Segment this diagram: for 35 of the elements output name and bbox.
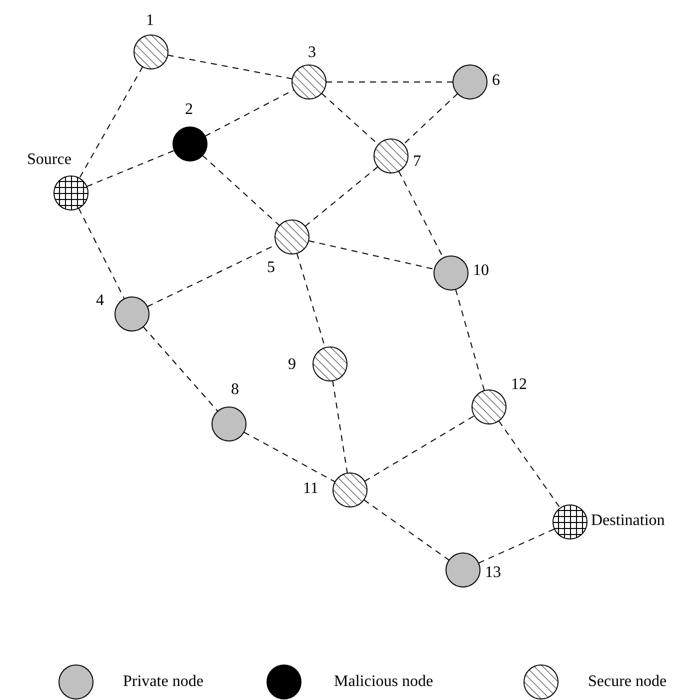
dashed-link — [402, 93, 458, 145]
dashed-link — [332, 380, 348, 474]
node-label: 10 — [473, 262, 489, 280]
node-label: 3 — [308, 44, 316, 62]
node-label: Source — [27, 151, 72, 169]
dashed-link — [478, 528, 555, 564]
dashed-link — [78, 208, 125, 300]
dashed-link — [363, 499, 450, 561]
node-label: 13 — [485, 564, 501, 582]
dashed-link — [204, 89, 294, 137]
node-label: 6 — [492, 72, 500, 90]
dashed-link — [304, 166, 378, 227]
node-label: 7 — [413, 153, 421, 171]
node-label: 5 — [267, 259, 275, 277]
node-label: 11 — [303, 480, 318, 498]
node-label: 2 — [185, 101, 193, 119]
dashed-link — [86, 150, 175, 188]
dashed-link — [498, 420, 561, 509]
dashed-link — [142, 326, 218, 412]
dashed-link — [243, 432, 336, 482]
legend-label: Secure node — [588, 673, 667, 691]
legend-label: Private node — [123, 673, 204, 691]
dashed-link — [167, 54, 293, 80]
node-label: Destination — [591, 512, 665, 530]
node-label: 12 — [511, 376, 527, 394]
dashed-link — [308, 240, 435, 270]
node-label: 1 — [146, 12, 154, 30]
legend-label: Malicious node — [334, 673, 434, 691]
dashed-link — [364, 415, 475, 482]
node-label: 8 — [231, 381, 239, 399]
node-label: 9 — [288, 356, 296, 374]
dashed-link — [455, 288, 485, 392]
dashed-link — [78, 66, 144, 179]
node-label: 4 — [96, 292, 104, 310]
dashed-link — [202, 154, 280, 226]
